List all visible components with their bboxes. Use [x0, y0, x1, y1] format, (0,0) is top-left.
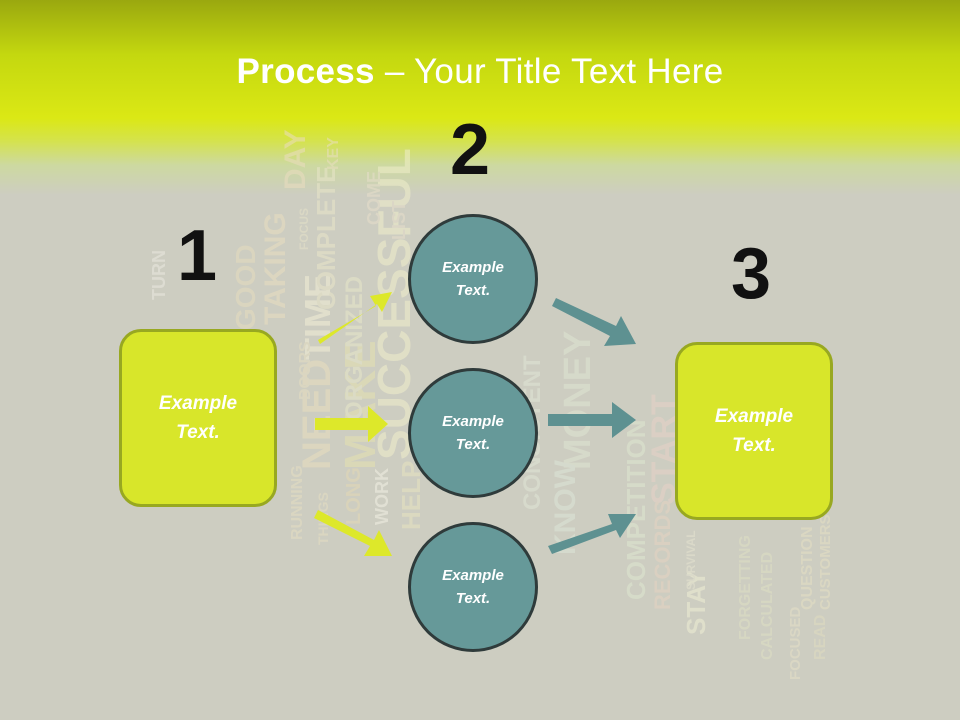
bg-word: FORGETTING	[737, 535, 754, 640]
slide-title: Process – Your Title Text Here	[0, 52, 960, 92]
bg-word: TURN	[149, 250, 169, 300]
bg-word: GOOD	[230, 244, 261, 330]
bg-word: DAY	[279, 129, 312, 190]
bg-word: READ	[812, 615, 829, 660]
bg-word: QUESTION	[799, 526, 816, 610]
step-2-circle-bottom: Example Text.	[408, 522, 538, 652]
arrow-right	[315, 406, 388, 442]
bg-word: MONEY	[557, 331, 599, 470]
arrow-right-teal	[548, 402, 636, 438]
header-band	[0, 0, 960, 195]
step-number-3: 3	[731, 234, 772, 314]
title-bold: Process	[236, 52, 375, 91]
bg-word: RECORDS	[650, 500, 675, 610]
bg-word: RUNNING	[289, 465, 306, 540]
bg-word: FOCUSED	[787, 606, 804, 680]
arrow-up-right-teal	[548, 514, 636, 554]
step-2-circle-top: Example Text.	[408, 214, 538, 344]
bg-word: STAY	[681, 570, 711, 635]
bg-word: MAKE	[336, 340, 385, 470]
bg-word: COMPETITION	[621, 419, 651, 600]
bg-word: COMPLETE	[311, 166, 341, 310]
step-1-box: Example Text.	[119, 329, 277, 507]
step-number-1: 1	[177, 216, 218, 296]
step-3-box: Example Text.	[675, 342, 833, 520]
bg-word: SURVIVAL	[684, 530, 698, 590]
bg-word: NEED	[295, 359, 339, 470]
bg-word: DOORS	[297, 341, 314, 400]
bg-word: CALCULATED	[759, 552, 776, 660]
bg-word: FOCUS	[297, 208, 311, 250]
bg-word: TIME	[297, 274, 338, 360]
step-2-circle-middle: Example Text.	[408, 368, 538, 498]
arrow-down-right	[314, 510, 392, 556]
step-number-2: 2	[450, 110, 491, 190]
bg-word: CUSTOMERS	[817, 514, 834, 610]
bg-word: TAKING	[259, 212, 292, 325]
bg-word: COME	[364, 171, 384, 225]
bg-word: WORK	[372, 468, 392, 525]
arrow-down-right-teal	[552, 298, 636, 346]
bg-word: LONG	[343, 467, 365, 525]
bg-word: KEY	[325, 137, 342, 170]
title-rest: – Your Title Text Here	[374, 52, 724, 91]
bg-word: ORGANIZED	[341, 276, 368, 420]
bg-word: LIST	[389, 201, 409, 240]
arrow-up-right	[318, 292, 392, 344]
